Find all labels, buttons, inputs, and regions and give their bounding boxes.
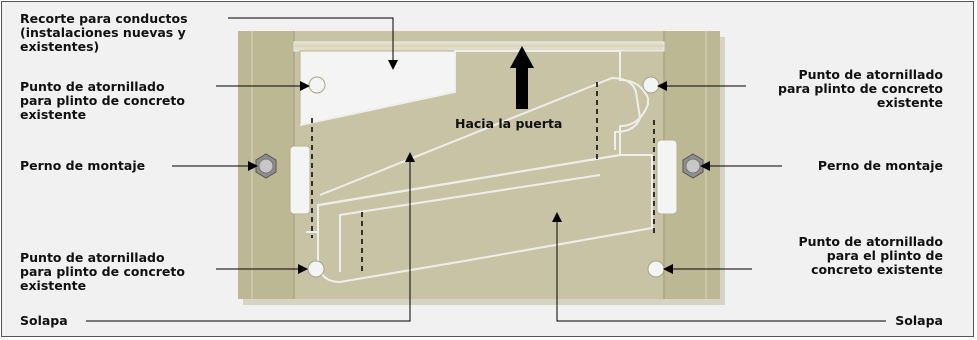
label-line: para el plinto de xyxy=(826,248,943,263)
label-line: existente xyxy=(876,95,943,110)
screw-hole-top-left xyxy=(308,76,326,94)
label-flap-left: Solapa xyxy=(20,314,68,328)
mounting-bolt-right xyxy=(682,153,704,179)
label-line: Punto de atornillado xyxy=(798,234,943,249)
leader-lines xyxy=(86,17,886,322)
upper-flap-outline xyxy=(299,50,649,206)
label-line: Recorte para conductos xyxy=(20,11,188,26)
label-line: Punto de atornillado xyxy=(798,67,943,82)
label-line: concreto existente xyxy=(811,262,943,277)
label-line: Punto de atornillado xyxy=(20,250,165,265)
label-line: Perno de montaje xyxy=(817,158,943,173)
label-line: existente xyxy=(20,278,87,293)
door-direction-arrow xyxy=(510,46,534,109)
right-slot xyxy=(656,139,678,215)
label-line: para plinto de concreto xyxy=(20,264,185,279)
label-line: Perno de montaje xyxy=(20,158,146,173)
leader-arrowheads xyxy=(248,60,710,274)
label-screw-point-top-right: Punto de atornillado para plinto de conc… xyxy=(778,68,943,110)
label-flap-right: Solapa xyxy=(895,314,943,328)
label-line: Hacia la puerta xyxy=(455,116,563,131)
mounting-bolt-left xyxy=(255,153,277,179)
label-line: Punto de atornillado xyxy=(20,79,165,94)
label-line: existentes) xyxy=(20,39,100,54)
label-line: Solapa xyxy=(895,313,943,328)
label-line: para plinto de concreto xyxy=(778,81,943,96)
screw-hole-bottom-left xyxy=(307,260,325,278)
label-line: (instalaciones nuevas y xyxy=(20,25,186,40)
label-conduit-cutout: Recorte para conductos (instalaciones nu… xyxy=(20,12,188,54)
label-screw-point-top-left: Punto de atornillado para plinto de conc… xyxy=(20,80,185,122)
label-line: Solapa xyxy=(20,313,68,328)
label-toward-door: Hacia la puerta xyxy=(455,117,562,131)
label-mounting-bolt-right: Perno de montaje xyxy=(818,159,943,173)
label-line: existente xyxy=(20,107,87,122)
screw-hole-top-right xyxy=(642,76,660,94)
left-slot xyxy=(289,145,311,215)
label-line: para plinto de concreto xyxy=(20,93,185,108)
label-screw-point-bottom-left: Punto de atornillado para plinto de conc… xyxy=(20,251,185,293)
screw-hole-bottom-right xyxy=(647,260,665,278)
label-screw-point-bottom-right: Punto de atornillado para el plinto de c… xyxy=(798,235,943,277)
label-mounting-bolt-left: Perno de montaje xyxy=(20,159,145,173)
